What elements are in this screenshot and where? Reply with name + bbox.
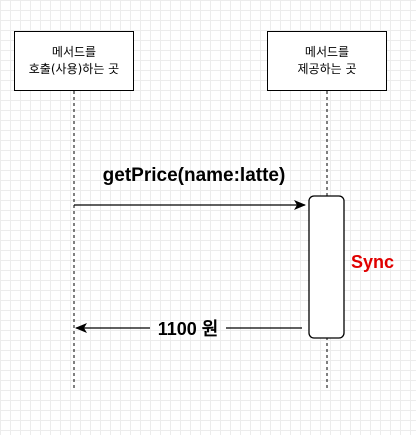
caller-actor-box: 메서드를 호출(사용)하는 곳	[14, 31, 134, 91]
provider-actor-box: 메서드를 제공하는 곳	[267, 31, 387, 91]
caller-actor-label-line2: 호출(사용)하는 곳	[28, 62, 120, 76]
activation-box	[308, 195, 345, 339]
provider-actor-label-line1: 메서드를	[304, 45, 350, 59]
sync-label: Sync	[351, 252, 394, 272]
provider-actor-label-line2: 제공하는 곳	[297, 62, 357, 76]
caller-actor-label-line1: 메서드를	[51, 45, 97, 59]
response-message-label: 1100 원	[158, 319, 219, 339]
request-message-label: getPrice(name:latte)	[103, 165, 286, 186]
